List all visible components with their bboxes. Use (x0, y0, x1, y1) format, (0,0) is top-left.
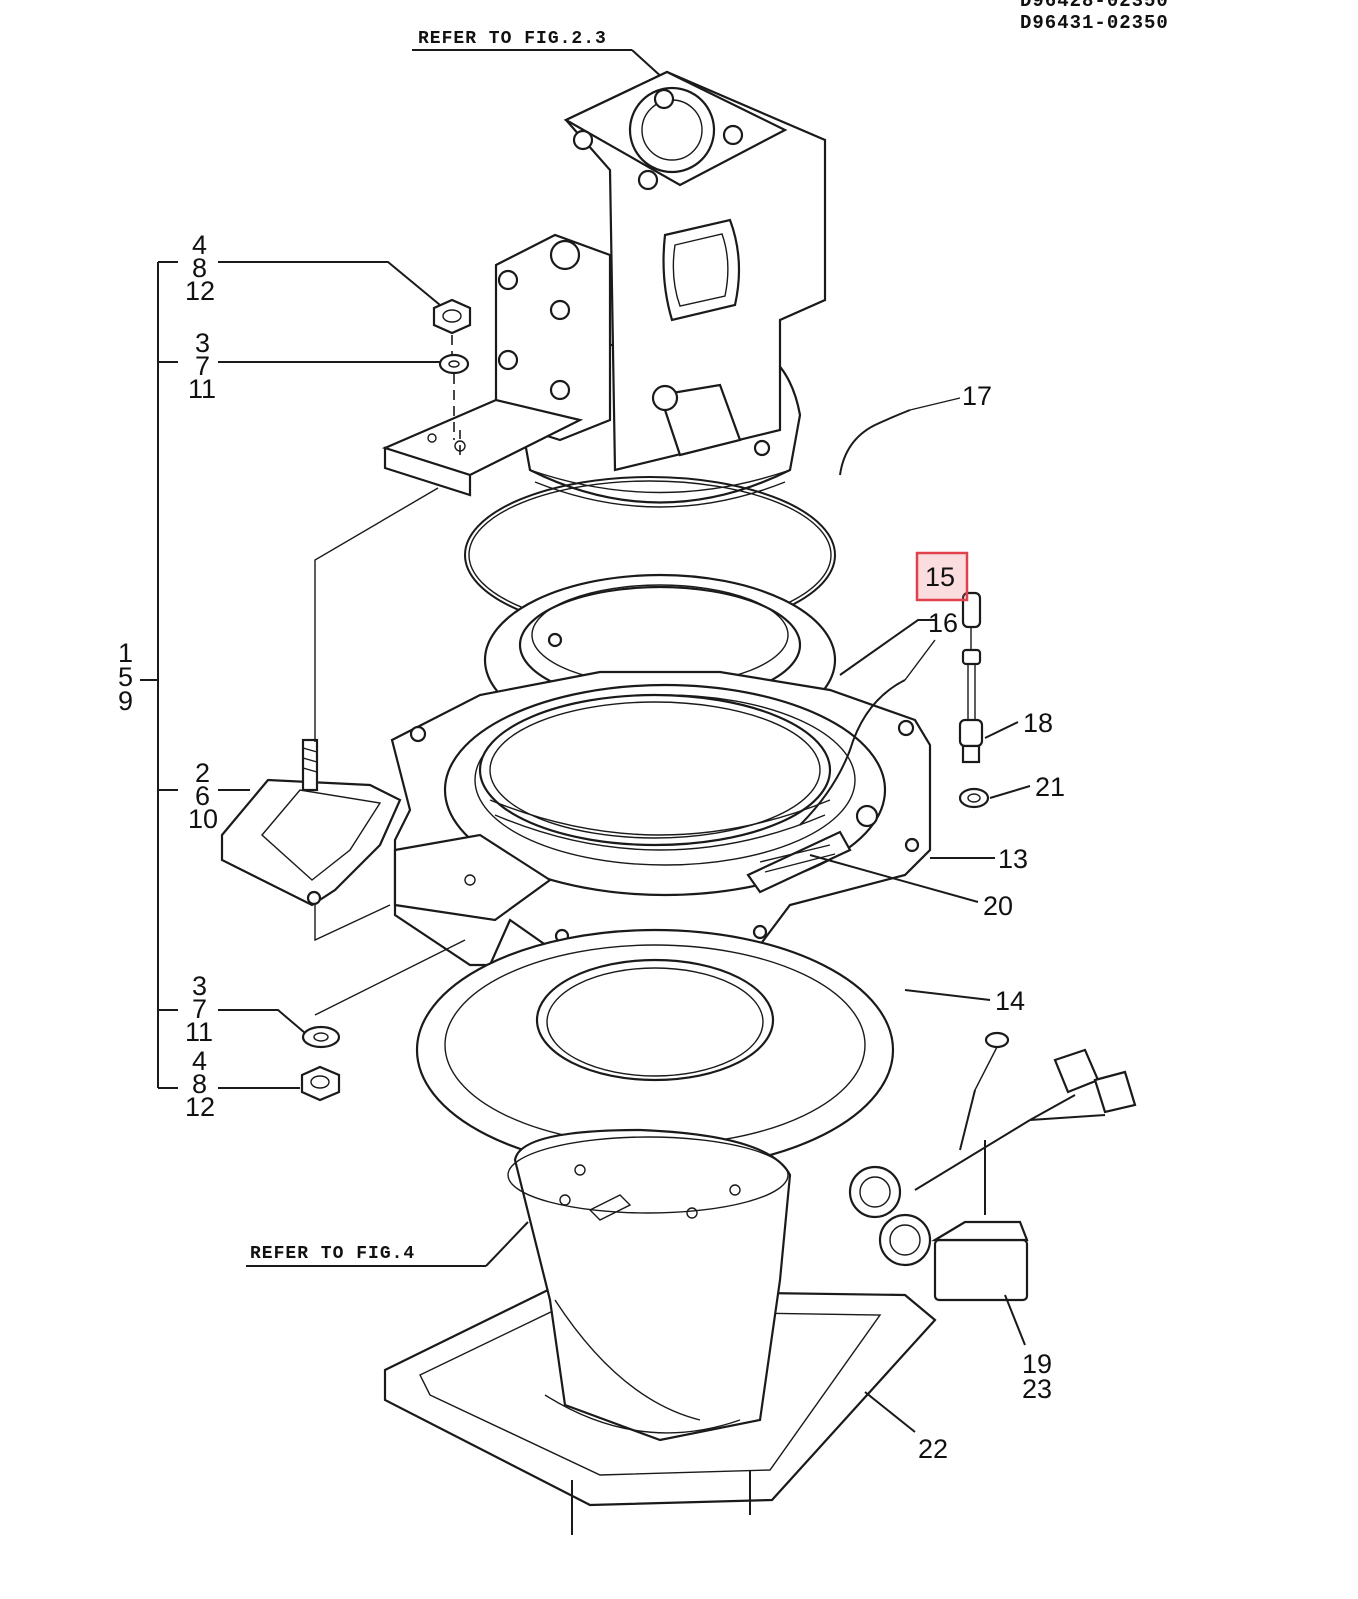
wiring-harness (848, 1031, 1137, 1302)
callout-11[interactable]: 11 (188, 374, 216, 404)
sensor-18 (958, 591, 984, 764)
callout-1[interactable]: 1 (118, 638, 133, 668)
callout-21[interactable]: 21 (1035, 772, 1065, 802)
callout-3[interactable]: 3 (195, 328, 210, 358)
callout-14[interactable]: 14 (995, 986, 1025, 1016)
callout-6[interactable]: 6 (195, 781, 210, 811)
highlight-box (915, 551, 969, 602)
callout-9[interactable]: 9 (118, 686, 133, 716)
cord-17 (839, 409, 911, 476)
callout-12-lower[interactable]: 12 (185, 1092, 215, 1122)
drawing-code-2: D96431-02350 (1020, 12, 1169, 34)
callout-group-3-7-11-top[interactable]: 3 7 11 (188, 328, 216, 404)
washer-bottom (301, 1025, 341, 1049)
callout-2[interactable]: 2 (195, 758, 210, 788)
callout-group-4-8-12-top[interactable]: 4 8 12 (185, 230, 215, 306)
refer-fig-4[interactable]: REFER TO FIG.4 (250, 1244, 415, 1264)
nut-bottom (300, 1065, 341, 1102)
callout-20[interactable]: 20 (983, 891, 1013, 921)
callout-group-2-6-10[interactable]: 2 6 10 (188, 758, 218, 834)
callout-17[interactable]: 17 (962, 381, 992, 411)
callout-group-3-7-11-bottom[interactable]: 3 7 11 (185, 971, 213, 1047)
callout-15[interactable]: 15 (925, 562, 955, 592)
callout-12[interactable]: 12 (185, 276, 215, 306)
washer-21 (958, 787, 990, 809)
callout-13[interactable]: 13 (998, 844, 1028, 874)
callout-4[interactable]: 4 (192, 230, 207, 260)
callout-10[interactable]: 10 (188, 804, 218, 834)
callout-3-lower[interactable]: 3 (192, 971, 207, 1001)
rubber-mount (220, 738, 402, 907)
gasket-14 (415, 928, 895, 1172)
nut-top (432, 298, 472, 335)
callout-23[interactable]: 23 (1022, 1374, 1052, 1404)
callout-7-lower[interactable]: 7 (192, 994, 207, 1024)
callout-11-lower[interactable]: 11 (185, 1017, 213, 1047)
refer-fig-2-3[interactable]: REFER TO FIG.2.3 (418, 29, 607, 49)
upper-unit (381, 70, 827, 508)
drawing-code-1: D96428-02350 (1020, 0, 1169, 12)
callout-7[interactable]: 7 (195, 351, 210, 381)
callout-18[interactable]: 18 (1023, 708, 1053, 738)
lower-column (383, 1128, 937, 1535)
callout-16[interactable]: 16 (928, 608, 958, 638)
callout-group-4-8-12-bottom[interactable]: 4 8 12 (185, 1046, 215, 1122)
callout-5[interactable]: 5 (118, 662, 133, 692)
callout-22[interactable]: 22 (918, 1434, 948, 1464)
callout-19[interactable]: 19 (1022, 1349, 1052, 1379)
cord-16 (799, 679, 906, 826)
callout-8-lower[interactable]: 8 (192, 1069, 207, 1099)
washer-top (438, 353, 470, 375)
base-housing-13 (390, 670, 932, 967)
callout-4-lower[interactable]: 4 (192, 1046, 207, 1076)
callout-8[interactable]: 8 (192, 253, 207, 283)
callout-group-1-5-9[interactable]: 1 5 9 (118, 638, 133, 716)
